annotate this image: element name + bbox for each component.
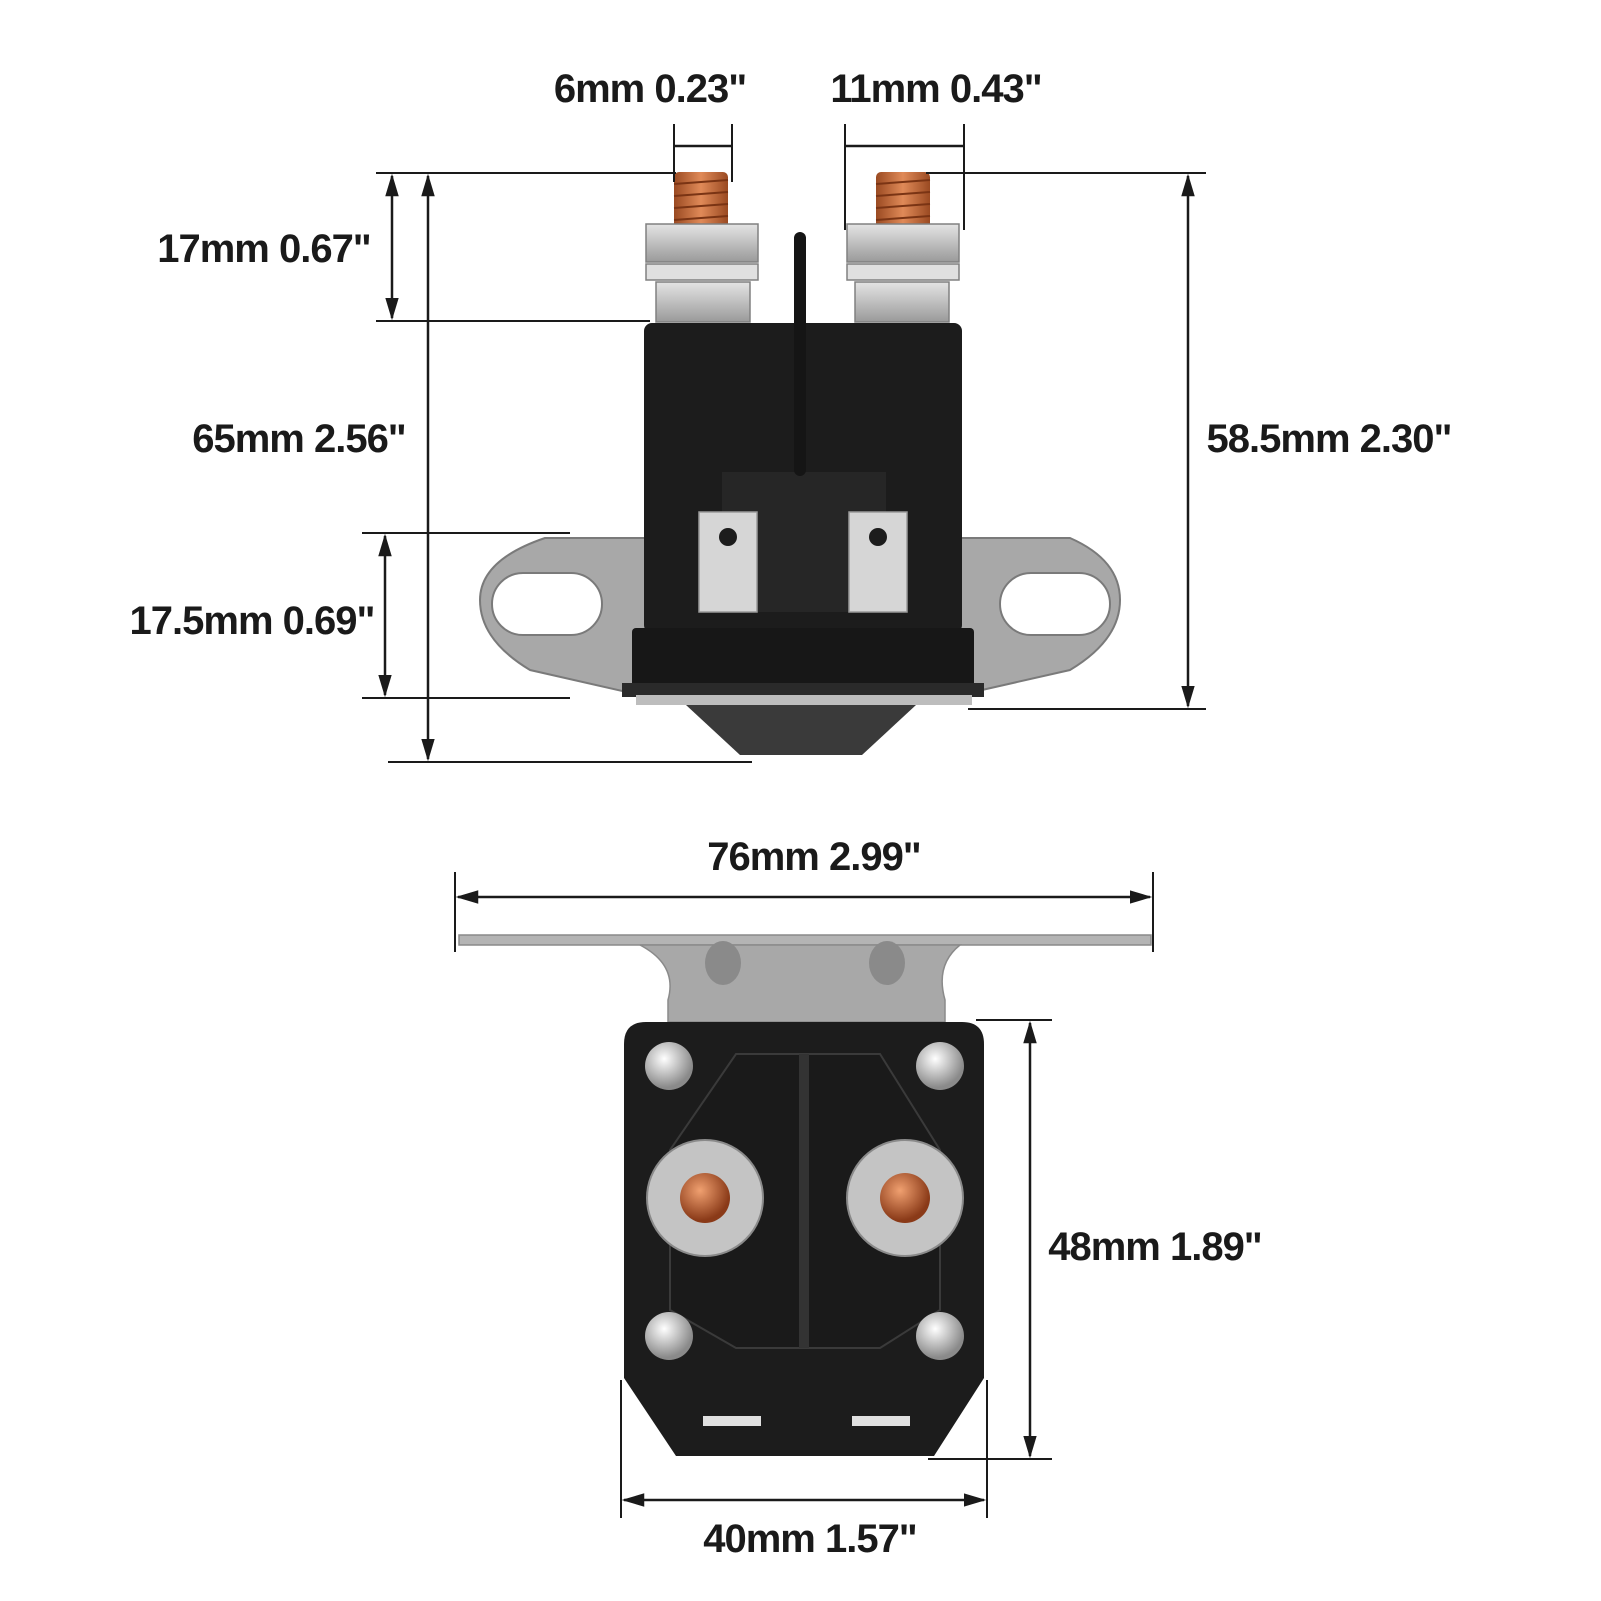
mounting-slot-left [491, 572, 603, 636]
corner-bolt-top-left [645, 1042, 693, 1090]
corner-bolt-top-right [916, 1042, 964, 1090]
dim-flange-height: 17.5mm 0.69" [130, 533, 392, 698]
dim-body-height: 58.5mm 2.30" [1181, 173, 1452, 709]
stud-left [645, 172, 759, 323]
dim-body-depth: 48mm 1.89" [928, 1019, 1263, 1460]
corner-bolt-bottom-right [916, 1312, 964, 1360]
bottom-view: 76mm 2.99" 48mm 1.89" 40mm 1.57" [454, 835, 1263, 1561]
label-body-width: 40mm 1.57" [703, 1517, 917, 1561]
body-bottom-cone [686, 705, 916, 755]
top-view: 6mm 0.23" 11mm 0.43" 17mm 0.67" 65mm 2.5… [130, 67, 1452, 763]
dim-overall-width: 76mm 2.99" [454, 835, 1154, 952]
dim-stud-diameter: 6mm 0.23" [554, 67, 747, 182]
stud-right [846, 172, 960, 323]
dim-nut-width: 11mm 0.43" [830, 67, 1043, 230]
label-nut-width: 11mm 0.43" [830, 67, 1041, 111]
bracket-dimple-left [705, 941, 741, 985]
spade-terminal-left [698, 511, 758, 613]
label-overall-width: 76mm 2.99" [707, 835, 921, 879]
dim-body-width: 40mm 1.57" [620, 1380, 988, 1561]
bracket-dimple-right [869, 941, 905, 985]
label-stud-diameter: 6mm 0.23" [554, 67, 746, 111]
corner-bolt-bottom-left [645, 1312, 693, 1360]
terminal-stud-right [880, 1173, 930, 1223]
label-flange-height: 17.5mm 0.69" [130, 599, 375, 643]
terminal-stud-left [680, 1173, 730, 1223]
bracket-neck [639, 944, 963, 1023]
base-strip [636, 695, 972, 705]
body-base-plate [622, 683, 984, 697]
terminal-slot-left [703, 1416, 761, 1426]
label-body-height: 58.5mm 2.30" [1207, 417, 1452, 461]
mounting-slot-right [999, 572, 1111, 636]
body-base [632, 628, 974, 688]
bracket-plate [458, 934, 1152, 946]
dim-total-height: 65mm 2.56" [192, 173, 435, 762]
label-total-height: 65mm 2.56" [192, 417, 406, 461]
spade-terminal-right [848, 511, 908, 613]
dim-stud-height: 17mm 0.67" [157, 173, 399, 321]
terminal-slot-right [852, 1416, 910, 1426]
label-body-depth: 48mm 1.89" [1048, 1225, 1262, 1269]
label-stud-height: 17mm 0.67" [157, 227, 371, 271]
